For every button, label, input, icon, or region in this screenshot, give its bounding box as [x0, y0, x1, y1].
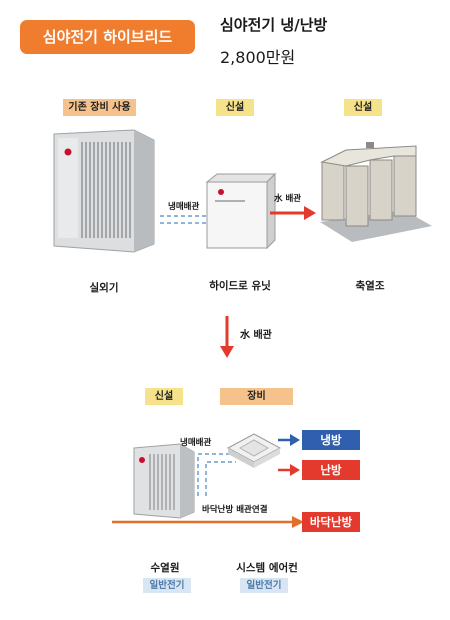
tag-new-hydro: 신설 — [216, 99, 254, 116]
label-system-ac: 시스템 에어컨 — [236, 562, 298, 574]
subtag-source-general-power: 일반전기 — [143, 578, 191, 593]
label-heat-source: 수열원 — [150, 562, 180, 574]
label-hydro-unit: 하이드로 유닛 — [209, 280, 271, 292]
hydro-unit-image — [205, 172, 277, 250]
pipe-refrigerant-label: 냉매배관 — [168, 202, 200, 212]
cassette-ac-image — [226, 433, 282, 468]
header-title: 심야전기 냉/난방 — [220, 16, 328, 34]
title-badge: 심야전기 하이브리드 — [20, 20, 195, 54]
cooling-arrow — [278, 434, 300, 446]
label-storage-tank: 축열조 — [355, 280, 385, 292]
pipe-water-label: 水 배관 — [274, 194, 302, 204]
pipe-refrigerant-label-bottom: 냉매배관 — [180, 438, 212, 448]
output-cooling: 냉방 — [302, 430, 360, 450]
floor-heating-arrow — [112, 516, 304, 528]
tag-existing-equipment: 기존 장비 사용 — [63, 99, 136, 116]
output-heating: 난방 — [302, 460, 360, 480]
outdoor-unit-image — [53, 129, 155, 253]
refrigerant-pipe-top — [160, 215, 210, 224]
heat-source-unit-image — [133, 443, 195, 519]
subtag-ac-general-power: 일반전기 — [240, 578, 288, 593]
tag-equipment: 장비 — [220, 388, 293, 405]
tag-new-source: 신설 — [145, 388, 183, 405]
storage-tank-image — [320, 142, 432, 242]
pipe-water-label-middle: 水 배관 — [240, 330, 272, 341]
floor-connect-label: 바닥난방 배관연결 — [202, 505, 268, 515]
tag-new-tank: 신설 — [344, 99, 382, 116]
heating-arrow — [278, 464, 300, 476]
label-outdoor-unit: 실외기 — [89, 282, 119, 294]
water-pipe-arrow-down — [220, 316, 234, 358]
output-floor-heating: 바닥난방 — [302, 512, 360, 532]
water-pipe-arrow-top — [270, 206, 316, 220]
refrigerant-pipe-bottom — [197, 453, 236, 496]
header-price: 2,800만원 — [220, 48, 296, 67]
